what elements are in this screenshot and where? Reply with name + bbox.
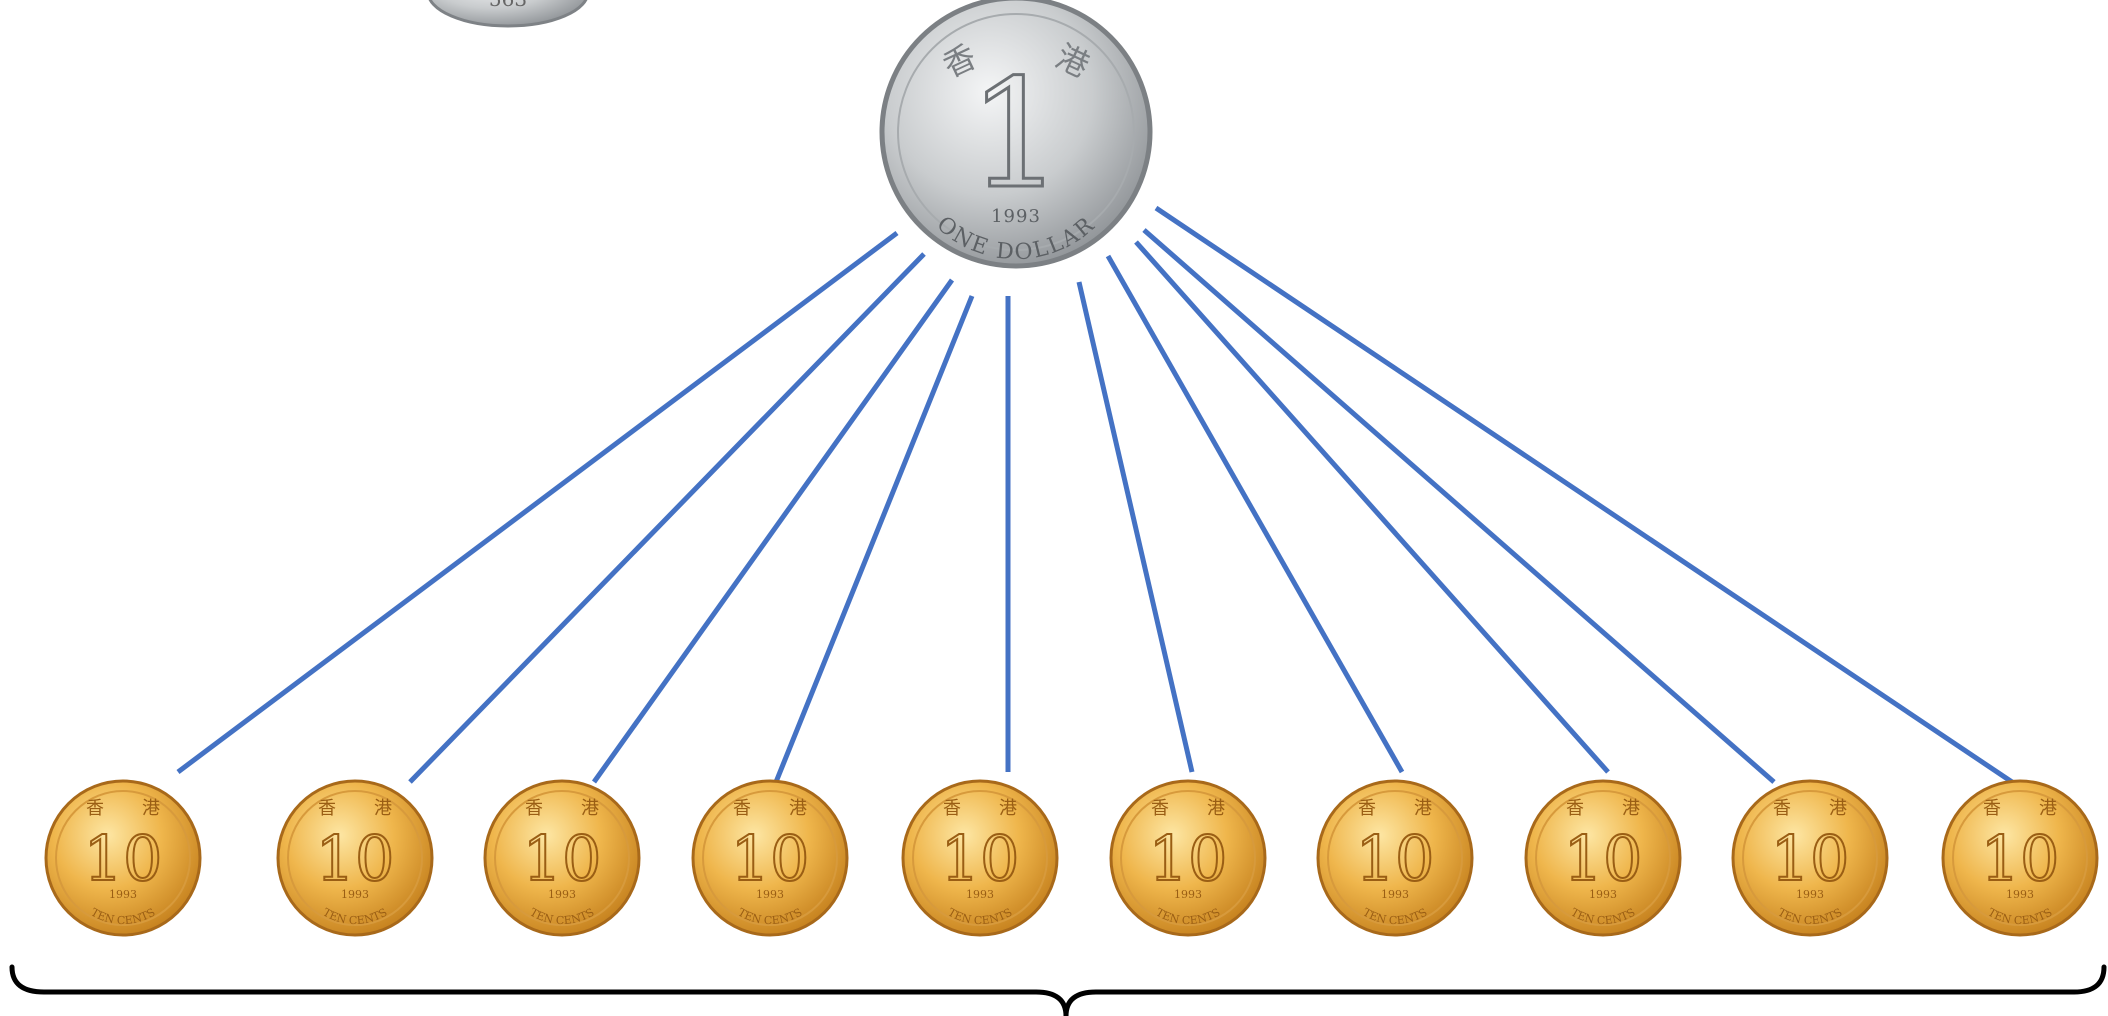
connector-line-9 [1144,230,1774,782]
ten-cent-value: 10 [523,822,602,895]
ten-cent-coin-10: 香港101993TEN CENTS [1943,781,2097,935]
ten-cent-char: 香 [1983,798,2001,819]
ten-cent-value: 10 [941,822,1020,895]
ten-cent-value: 10 [84,822,163,895]
ten-cent-char: 港 [142,798,160,819]
ten-cent-coin-2: 香港101993TEN CENTS [278,781,432,935]
ten-cent-char: 香 [943,798,961,819]
partial-coin-text: 563 [489,0,527,11]
connector-line-4 [776,296,972,782]
connector-line-6 [1079,282,1192,772]
ten-cent-char: 港 [999,798,1017,819]
ten-cent-char: 港 [581,798,599,819]
ten-cent-year: 1993 [1381,888,1409,901]
connector-line-10 [1156,208,2012,782]
connector-lines [178,208,2012,782]
ten-cent-char: 香 [86,798,104,819]
ten-cent-value: 10 [1771,822,1850,895]
ten-cent-year: 1993 [109,888,137,901]
ten-cent-coin-9: 香港101993TEN CENTS [1733,781,1887,935]
ten-cent-value: 10 [1564,822,1643,895]
ten-cent-coins: 香港101993TEN CENTS香港101993TEN CENTS香港1019… [46,781,2097,935]
ten-cent-value: 10 [316,822,395,895]
connector-line-2 [410,254,924,782]
ten-cent-value: 10 [731,822,810,895]
ten-cent-coin-3: 香港101993TEN CENTS [485,781,639,935]
ten-cent-value: 10 [1356,822,1435,895]
brace [12,967,2104,1016]
connector-line-1 [178,233,897,772]
ten-cent-char: 香 [318,798,336,819]
ten-cent-coin-1: 香港101993TEN CENTS [46,781,200,935]
one-dollar-coin: 香 港 1 1993 ONE DOLLAR [882,0,1150,266]
ten-cent-coin-8: 香港101993TEN CENTS [1526,781,1680,935]
ten-cent-char: 香 [733,798,751,819]
ten-cent-coin-7: 香港101993TEN CENTS [1318,781,1472,935]
ten-cent-char: 港 [1829,798,1847,819]
ten-cent-char: 香 [1358,798,1376,819]
ten-cent-year: 1993 [1589,888,1617,901]
ten-cent-year: 1993 [756,888,784,901]
connector-line-7 [1108,256,1402,772]
ten-cent-char: 香 [1773,798,1791,819]
ten-cent-year: 1993 [2006,888,2034,901]
ten-cent-year: 1993 [966,888,994,901]
ten-cent-year: 1993 [1796,888,1824,901]
ten-cent-char: 港 [1414,798,1432,819]
partial-coin: 563 [428,0,588,26]
ten-cent-char: 香 [1566,798,1584,819]
ten-cent-value: 10 [1981,822,2060,895]
ten-cent-coin-5: 香港101993TEN CENTS [903,781,1057,935]
ten-cent-year: 1993 [548,888,576,901]
ten-cent-char: 港 [1207,798,1225,819]
ten-cent-char: 香 [525,798,543,819]
ten-cent-char: 港 [789,798,807,819]
connector-line-8 [1136,242,1608,772]
ten-cent-char: 香 [1151,798,1169,819]
dollar-coin-value: 1 [968,48,1063,222]
ten-cent-coin-4: 香港101993TEN CENTS [693,781,847,935]
ten-cent-char: 港 [2039,798,2057,819]
ten-cent-coin-6: 香港101993TEN CENTS [1111,781,1265,935]
ten-cent-year: 1993 [1174,888,1202,901]
connector-line-3 [594,280,952,782]
dollar-coin-year: 1993 [991,206,1041,227]
ten-cent-year: 1993 [341,888,369,901]
ten-cent-value: 10 [1149,822,1228,895]
ten-cent-char: 港 [1622,798,1640,819]
ten-cent-char: 港 [374,798,392,819]
